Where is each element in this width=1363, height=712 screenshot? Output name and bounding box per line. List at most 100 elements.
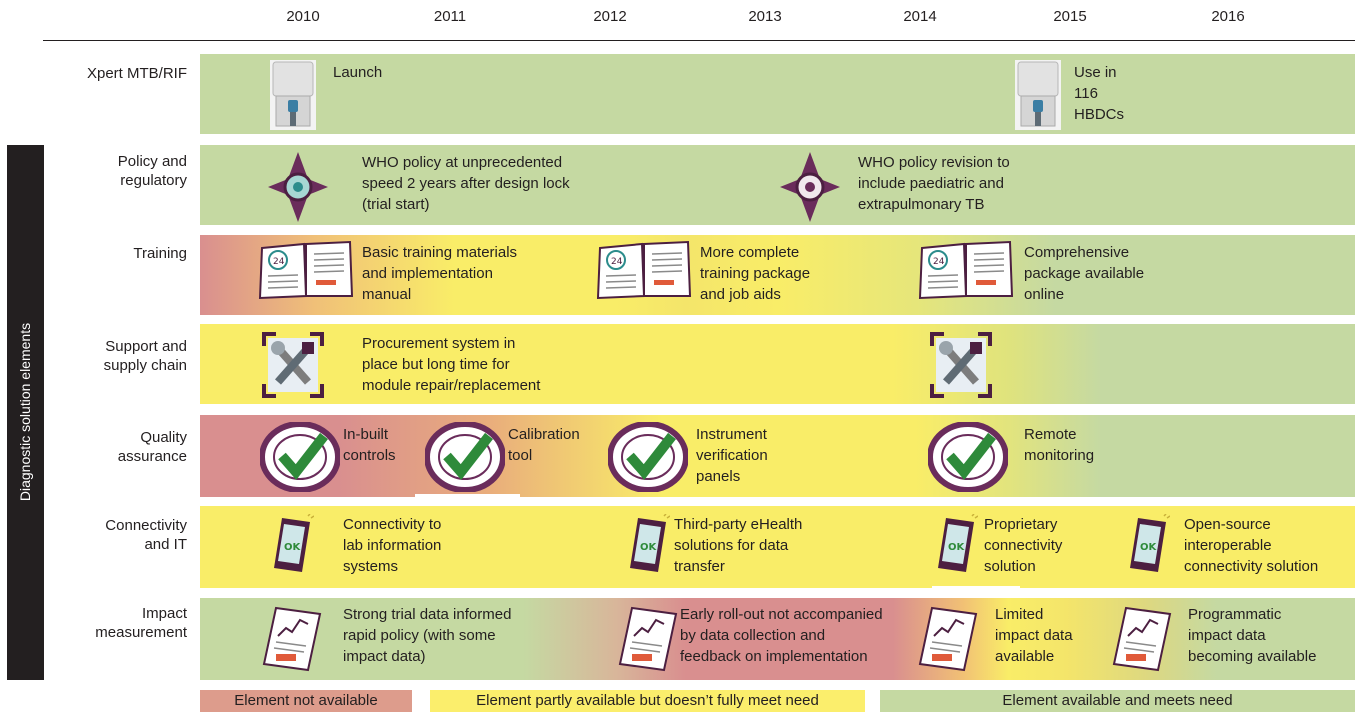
row-label-quality: Quality assurance [0, 428, 187, 466]
milestone-text: Strong trial data informed rapid policy … [343, 604, 511, 667]
milestone-line: Proprietary [984, 516, 1058, 533]
tools-icon [262, 332, 324, 398]
svg-text:OK: OK [948, 542, 966, 553]
milestone-line: package available [1024, 265, 1145, 282]
milestone-text: Calibration tool [508, 424, 580, 466]
milestone-text: More complete training package and job a… [700, 242, 810, 305]
milestone-line: Instrument [696, 426, 767, 443]
row-label-line: Impact [141, 605, 187, 622]
milestone-text: WHO policy at unprecedented speed 2 year… [362, 152, 570, 215]
milestone-line: Limited [995, 606, 1044, 623]
report-chart-icon [618, 606, 678, 672]
training-manual-icon: 24 [258, 240, 354, 300]
row-label-line: measurement [95, 624, 187, 641]
quality-assurance-seal-icon [425, 422, 505, 492]
milestone-text: Launch [333, 62, 382, 83]
svg-text:OK: OK [1140, 542, 1158, 553]
milestone-text: Basic training materials and implementat… [362, 242, 517, 305]
milestone-line: Comprehensive [1024, 244, 1130, 261]
compass-policy-icon [268, 152, 328, 222]
row-label-connectivity: Connectivity and IT [0, 516, 187, 554]
milestone-line: rapid policy (with some [343, 627, 496, 644]
milestone-line: available [995, 648, 1055, 665]
milestone-line: and implementation [362, 265, 493, 282]
row-label-line: assurance [117, 448, 187, 465]
milestone-text: Procurement system in place but long tim… [362, 333, 540, 396]
milestone-line: verification [696, 447, 768, 464]
milestone-line: impact data [1188, 627, 1266, 644]
milestone-line: controls [343, 447, 396, 464]
quality-assurance-seal-icon [928, 422, 1008, 492]
year-label: 2015 [1053, 8, 1087, 25]
milestone-line: 116 [1074, 85, 1098, 102]
milestone-line: WHO policy revision to [858, 154, 1010, 171]
svg-text:24: 24 [933, 257, 945, 267]
milestone-line: extrapulmonary TB [858, 196, 985, 213]
milestone-text: Programmatic impact data becoming availa… [1188, 604, 1316, 667]
legend-available: Element available and meets need [880, 690, 1355, 712]
milestone-text: In-built controls [343, 424, 396, 466]
milestone-line: WHO policy at unprecedented [362, 154, 563, 171]
milestone-line: Use in [1074, 64, 1117, 81]
milestone-line: by data collection and [680, 627, 826, 644]
year-label: 2016 [1211, 8, 1245, 25]
milestone-line: online [1024, 286, 1065, 303]
milestone-line: connectivity [984, 537, 1063, 554]
milestone-text: Connectivity to lab information systems [343, 514, 441, 577]
ok-phone-icon: OK [274, 514, 314, 572]
milestone-line: tool [508, 447, 533, 464]
ok-phone-icon: OK [630, 514, 670, 572]
row-label-impact: Impact measurement [0, 604, 187, 642]
milestone-line: lab information [343, 537, 442, 554]
milestone-line: panels [696, 468, 741, 485]
row-label-training: Training [0, 244, 187, 263]
milestone-line: and job aids [700, 286, 781, 303]
row-label-line: Connectivity [105, 517, 187, 534]
milestone-line: connectivity solution [1184, 558, 1319, 575]
svg-text:OK: OK [640, 542, 658, 553]
milestone-line: becoming available [1188, 648, 1317, 665]
ok-phone-icon: OK [1130, 514, 1170, 572]
milestone-line: include paediatric and [858, 175, 1004, 192]
year-label: 2011 [433, 8, 467, 25]
band-xpert [200, 54, 1355, 134]
sidebar-bar [7, 145, 44, 680]
year-label: 2010 [286, 8, 320, 25]
milestone-line: module repair/replacement [362, 377, 541, 394]
milestone-line: (trial start) [362, 196, 430, 213]
quality-assurance-seal-icon [608, 422, 688, 492]
band-notch [932, 586, 1020, 589]
milestone-line: Early roll-out not accompanied [680, 606, 883, 623]
milestone-line: solution [984, 558, 1036, 575]
milestone-line: manual [362, 286, 412, 303]
milestone-line: Strong trial data informed [343, 606, 512, 623]
milestone-text: Third-party eHealth solutions for data t… [674, 514, 802, 577]
row-label-line: Support and [105, 338, 187, 355]
milestone-text: Comprehensive package available online [1024, 242, 1144, 305]
svg-text:24: 24 [273, 257, 285, 267]
milestone-text: Proprietary connectivity solution [984, 514, 1062, 577]
report-chart-icon [918, 606, 978, 672]
svg-text:24: 24 [611, 257, 623, 267]
svg-text:OK: OK [284, 542, 302, 553]
milestone-line: Calibration [508, 426, 580, 443]
genexpert-device-icon [270, 60, 316, 130]
training-manual-icon: 24 [918, 240, 1014, 300]
quality-assurance-seal-icon [260, 422, 340, 492]
milestone-line: Third-party eHealth [674, 516, 803, 533]
report-chart-icon [262, 606, 322, 672]
milestone-line: impact data) [343, 648, 426, 665]
milestone-line: More complete [700, 244, 800, 261]
band-notch [415, 494, 520, 497]
milestone-text: Instrument verification panels [696, 424, 768, 487]
band-connectivity [200, 506, 1355, 588]
row-label-line: regulatory [120, 172, 187, 189]
row-label-line: and IT [144, 536, 187, 553]
row-label-line: Quality [140, 429, 187, 446]
milestone-line: impact data [995, 627, 1073, 644]
row-label-xpert: Xpert MTB/RIF [0, 64, 187, 83]
milestone-line: training package [700, 265, 811, 282]
band-policy [200, 145, 1355, 225]
milestone-line: monitoring [1024, 447, 1095, 464]
milestone-text: WHO policy revision to include paediatri… [858, 152, 1010, 215]
